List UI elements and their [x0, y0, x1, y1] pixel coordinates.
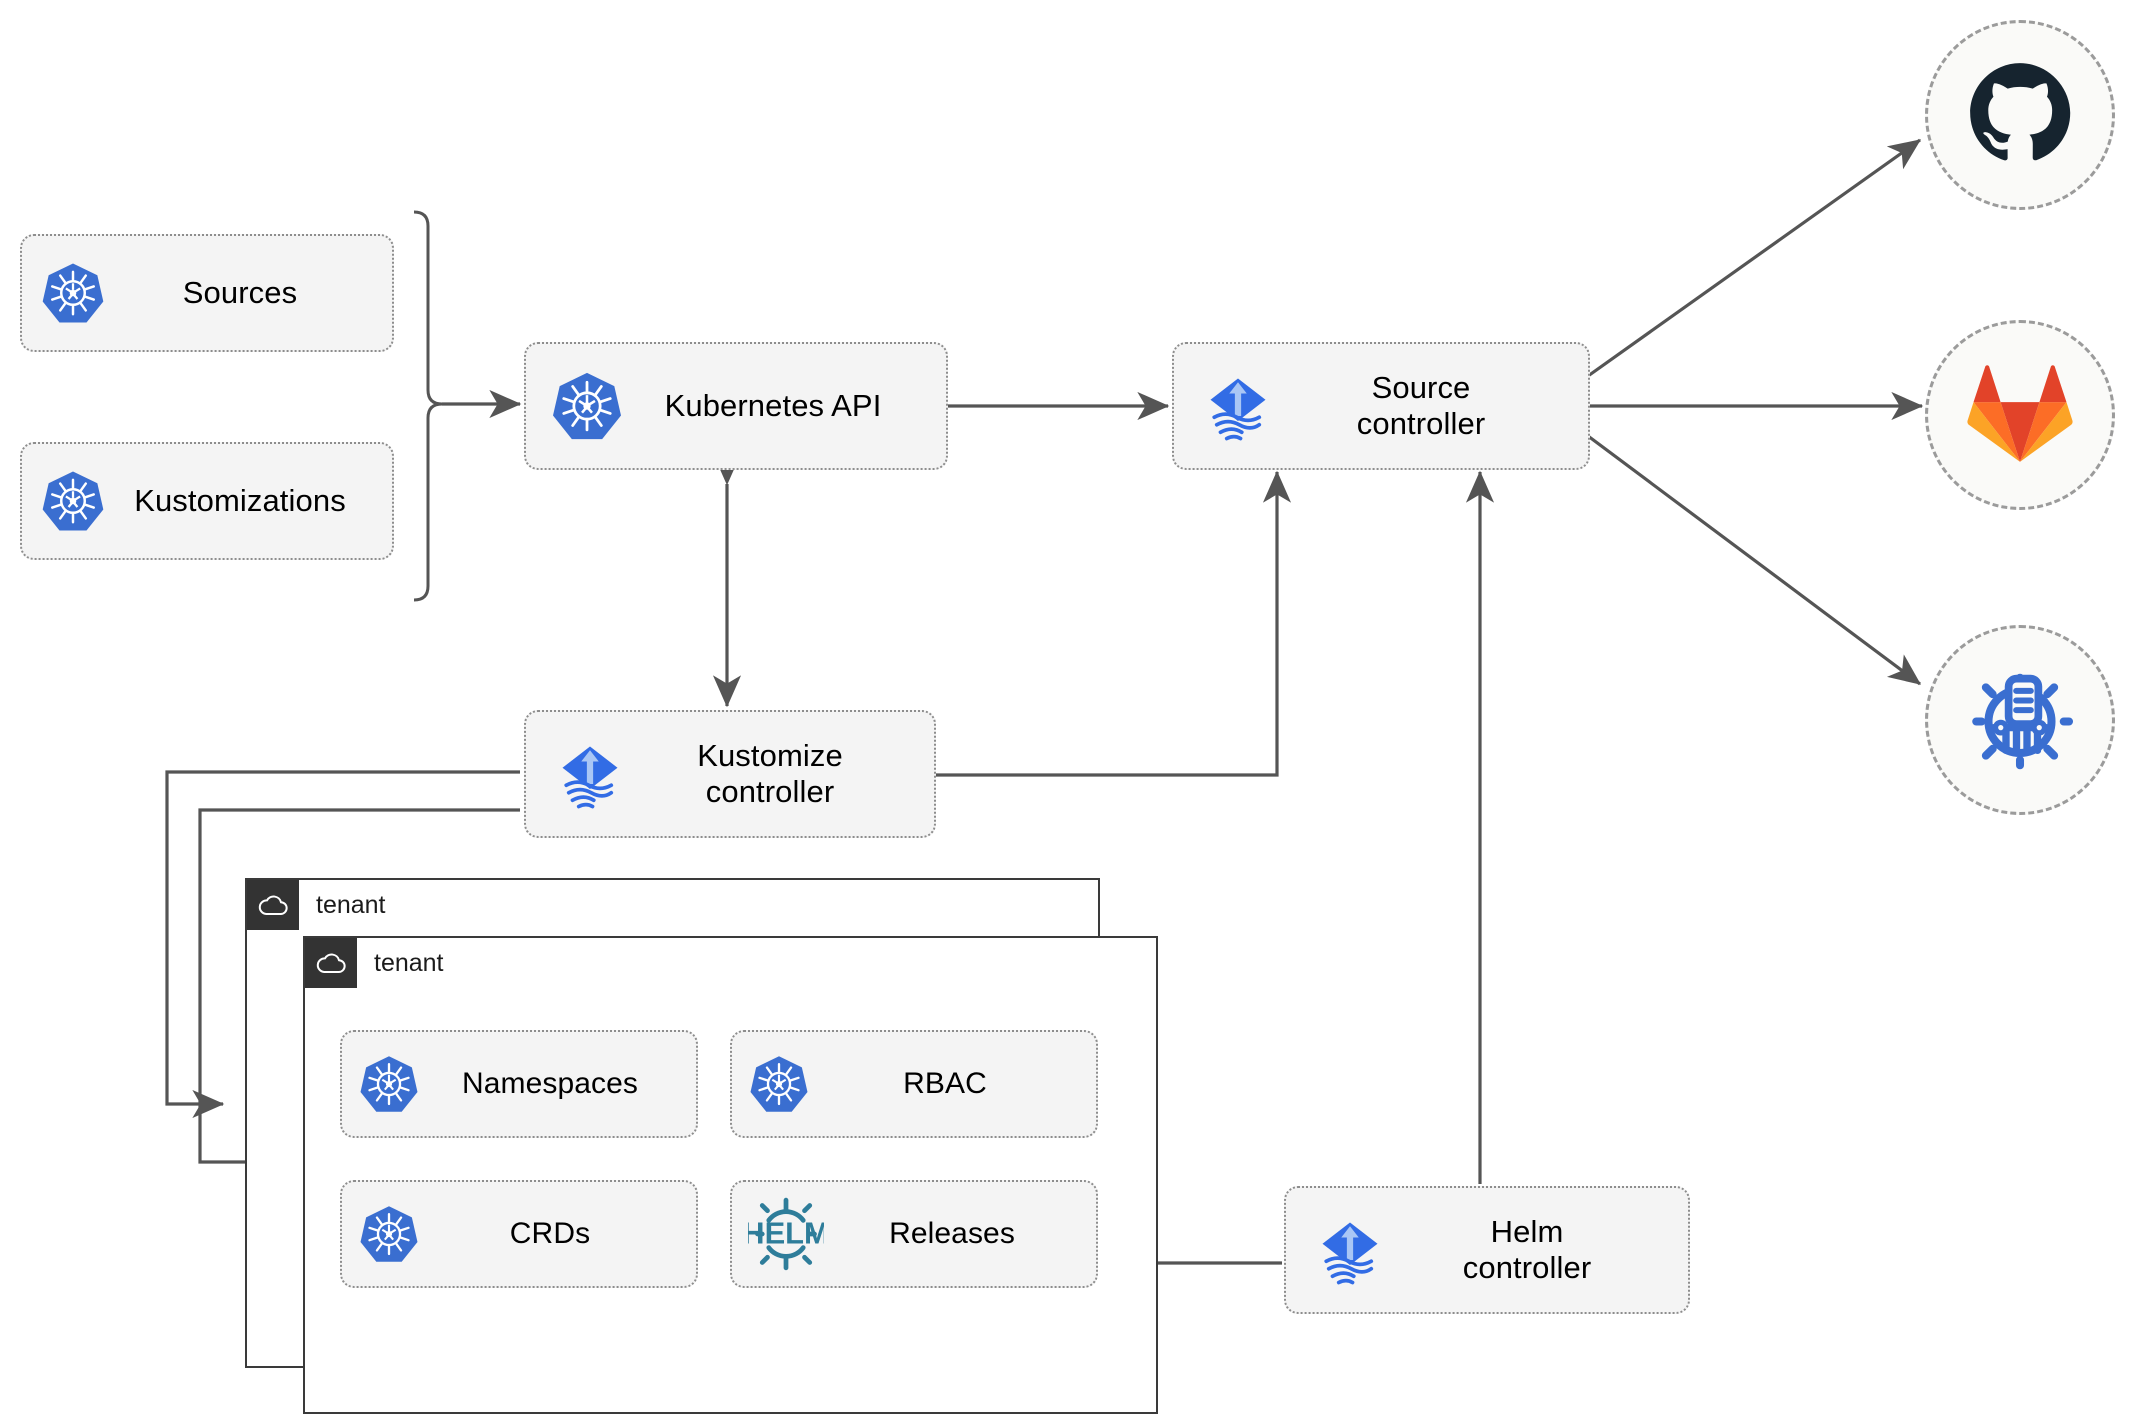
svg-text:HELM: HELM: [748, 1216, 824, 1251]
node-label-helm-controller: Helm controller: [1462, 1214, 1592, 1285]
tenant-resource-label-rbac: RBAC: [903, 1066, 987, 1100]
edge-kustomize-controller-tenant-back: [165, 770, 520, 1119]
cloud-icon: [247, 880, 299, 930]
edge-source-controller-github: [1587, 138, 1922, 378]
node-kustomize-controller[interactable]: Kustomize controller: [524, 710, 936, 838]
tenant-container-front[interactable]: tenant: [303, 936, 1158, 1414]
kubernetes-icon: [40, 468, 106, 534]
tenant-header-front: tenant: [305, 938, 444, 988]
kubernetes-icon: [358, 1053, 420, 1115]
provider-helm-repository[interactable]: [1925, 625, 2115, 815]
tenant-resource-label-crds: CRDs: [509, 1216, 591, 1250]
resource-label-kustomizations: Kustomizations: [134, 483, 346, 519]
tenant-resource-crds[interactable]: CRDs: [340, 1180, 698, 1288]
helm-icon: HELM: [748, 1196, 824, 1272]
flux-icon: [1198, 366, 1278, 446]
gitlab-icon: [1967, 363, 2073, 468]
tenant-header-back: tenant: [247, 880, 386, 930]
edge-kustomize-controller-source-controller: [935, 470, 1292, 777]
provider-github[interactable]: [1925, 20, 2115, 210]
tenant-label-front: tenant: [374, 948, 444, 977]
edge-source-controller-helm-repository: [1587, 434, 1922, 686]
provider-gitlab[interactable]: [1925, 320, 2115, 510]
flux-icon: [550, 734, 630, 814]
node-kubernetes-api[interactable]: Kubernetes API: [524, 342, 948, 470]
kubernetes-icon: [748, 1053, 810, 1115]
flux-icon: [1310, 1210, 1390, 1290]
github-icon: [1968, 61, 2072, 170]
tenant-resource-label-namespaces: Namespaces: [461, 1066, 639, 1100]
tenant-label-back: tenant: [316, 890, 386, 919]
node-label-source-controller: Source controller: [1356, 370, 1486, 441]
node-label-kubernetes-api: Kubernetes API: [664, 388, 882, 424]
helm-repository-icon: [1964, 662, 2076, 779]
tenant-resource-rbac[interactable]: RBAC: [730, 1030, 1098, 1138]
resource-card-sources[interactable]: Sources: [20, 234, 394, 352]
kubernetes-icon: [550, 369, 624, 443]
resource-label-sources: Sources: [182, 275, 298, 311]
tenant-resource-label-releases: Releases: [889, 1216, 1015, 1250]
cloud-icon: [305, 938, 357, 988]
kubernetes-icon: [358, 1203, 420, 1265]
node-label-kustomize-controller: Kustomize controller: [697, 738, 843, 809]
kubernetes-icon: [40, 260, 106, 326]
tenant-resource-namespaces[interactable]: Namespaces: [340, 1030, 698, 1138]
edge-bracket-sources-group: [413, 210, 443, 602]
node-helm-controller[interactable]: Helm controller: [1284, 1186, 1690, 1314]
resource-card-kustomizations[interactable]: Kustomizations: [20, 442, 394, 560]
node-source-controller[interactable]: Source controller: [1172, 342, 1590, 470]
tenant-resource-releases[interactable]: HELM Releases: [730, 1180, 1098, 1288]
